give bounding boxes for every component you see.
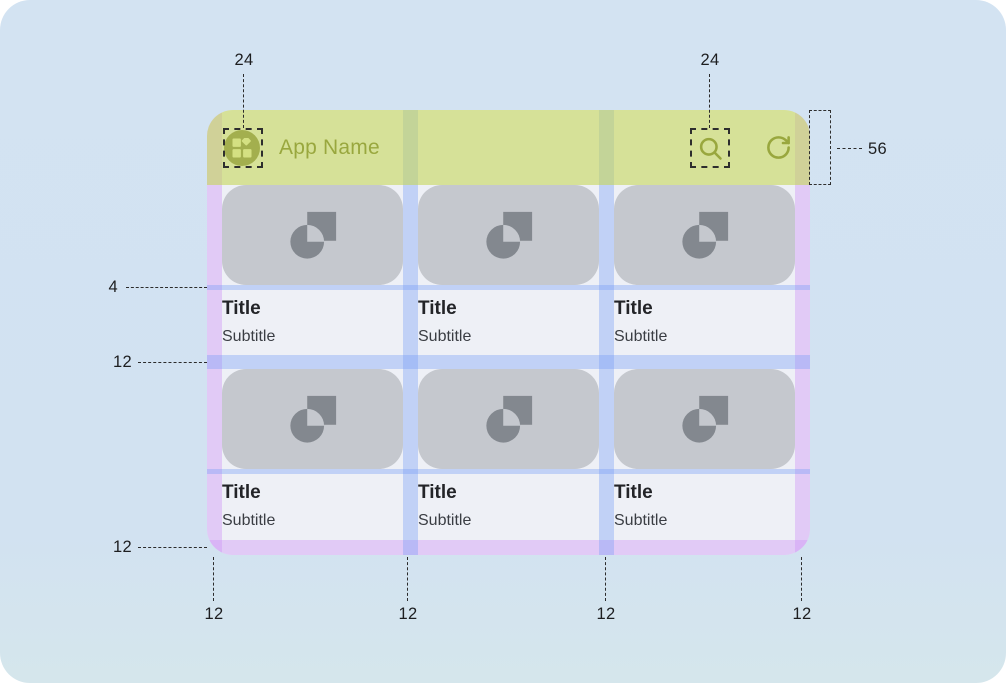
card-text: Title Subtitle (222, 474, 403, 540)
image-placeholder-icon (483, 394, 535, 444)
card-subtitle: Subtitle (418, 512, 472, 529)
dim-label-search-size: 24 (700, 51, 720, 69)
dim-label-logo-size: 24 (234, 51, 254, 69)
dim-line (138, 547, 207, 548)
dim-line (605, 557, 606, 601)
card-title: Title (222, 482, 261, 503)
card-image[interactable] (222, 369, 403, 469)
dim-line (138, 362, 207, 363)
card-text: Title Subtitle (614, 474, 795, 540)
dim-line (407, 557, 408, 601)
dim-line (243, 74, 244, 128)
card-title: Title (418, 298, 457, 319)
card-image[interactable] (614, 369, 795, 469)
card-subtitle: Subtitle (222, 328, 276, 345)
appbar-height-bracket (809, 110, 831, 185)
dim-label-image-text-gap: 4 (108, 278, 118, 296)
dim-label-margin-right: 12 (792, 605, 812, 623)
dim-label-bottom-margin: 12 (113, 538, 132, 556)
card-title: Title (418, 482, 457, 503)
card-image[interactable] (222, 185, 403, 285)
card-image[interactable] (418, 185, 599, 285)
dim-line (213, 557, 214, 601)
image-placeholder-icon (679, 394, 731, 444)
dim-label-gutter-2: 12 (596, 605, 616, 623)
card-text: Title Subtitle (418, 474, 599, 540)
dim-line (709, 74, 710, 128)
device-mockup: App Name (207, 110, 810, 555)
card-subtitle: Subtitle (222, 512, 276, 529)
dim-line (837, 148, 862, 149)
card-title: Title (222, 298, 261, 319)
dim-line (801, 557, 802, 601)
card-subtitle: Subtitle (418, 328, 472, 345)
card-subtitle: Subtitle (614, 328, 668, 345)
dim-label-gutter-1: 12 (398, 605, 418, 623)
card-text: Title Subtitle (614, 290, 795, 355)
card-image[interactable] (614, 185, 795, 285)
dim-line (126, 287, 207, 288)
card-text: Title Subtitle (222, 290, 403, 355)
card-grid: Title Subtitle Title Subtitle Title Subt… (207, 110, 810, 555)
card-subtitle: Subtitle (614, 512, 668, 529)
dim-label-margin-left: 12 (204, 605, 224, 623)
card-title: Title (614, 298, 653, 319)
search-icon-callout-box (690, 128, 730, 168)
dim-label-row-gutter: 12 (113, 353, 132, 371)
image-placeholder-icon (679, 210, 731, 260)
dim-label-appbar-height: 56 (868, 140, 887, 158)
image-placeholder-icon (287, 394, 339, 444)
card-title: Title (614, 482, 653, 503)
card-image[interactable] (418, 369, 599, 469)
image-placeholder-icon (287, 210, 339, 260)
logo-icon-callout-box (223, 128, 263, 168)
image-placeholder-icon (483, 210, 535, 260)
card-text: Title Subtitle (418, 290, 599, 355)
